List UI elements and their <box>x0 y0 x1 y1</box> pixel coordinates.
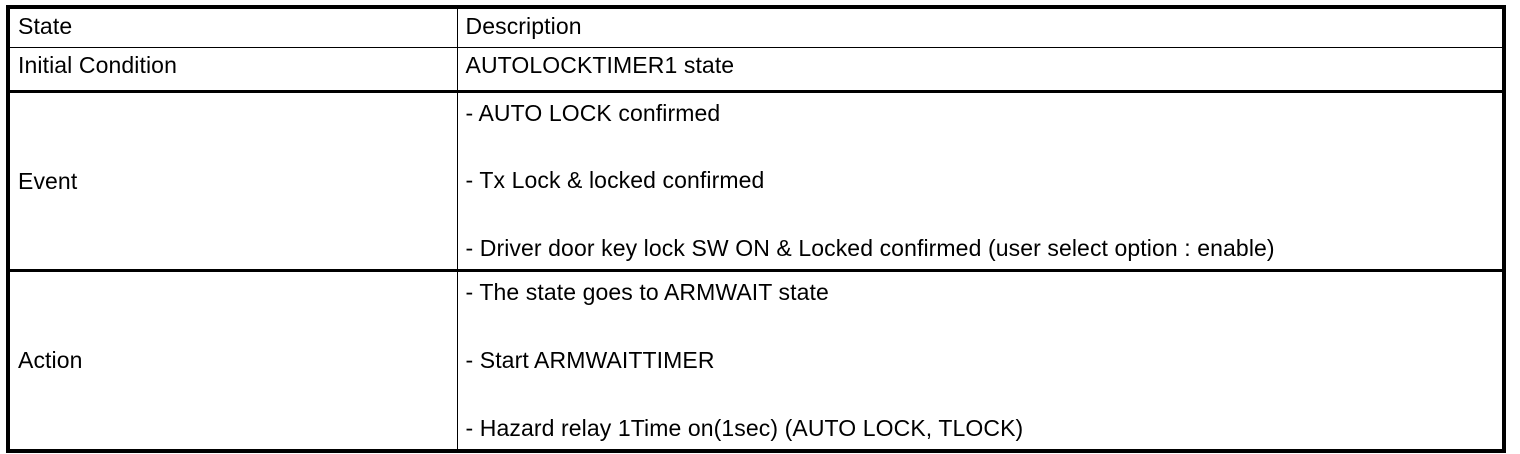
column-header-state: State <box>18 13 73 39</box>
header-cell-state: State <box>7 6 458 48</box>
table-row-action: Action - The state goes to ARMWAIT state… <box>7 269 1505 452</box>
state-label-initial-condition: Initial Condition <box>18 52 177 78</box>
event-item-list: - AUTO LOCK confirmed - Tx Lock & locked… <box>458 93 1503 269</box>
description-cell-action: - The state goes to ARMWAIT state - Star… <box>456 269 1505 452</box>
description-text-initial-condition: AUTOLOCKTIMER1 state <box>465 52 735 78</box>
event-item-2: - Tx Lock & locked confirmed <box>465 167 765 194</box>
state-label-action: Action <box>18 347 83 373</box>
description-cell-event: - AUTO LOCK confirmed - Tx Lock & locked… <box>456 90 1505 271</box>
action-item-1: - The state goes to ARMWAIT state <box>465 279 829 305</box>
action-item-3: - Hazard relay 1Time on(1sec) (AUTO LOCK… <box>465 414 1024 441</box>
event-item-3: - Driver door key lock SW ON & Locked co… <box>465 234 1275 261</box>
description-cell-initial-condition: AUTOLOCKTIMER1 state <box>456 47 1505 92</box>
table-row-initial-condition: Initial Condition AUTOLOCKTIMER1 state <box>7 47 1505 92</box>
state-cell-action: Action <box>7 269 458 452</box>
action-item-2: - Start ARMWAITTIMER <box>465 346 715 373</box>
table-row-event: Event - AUTO LOCK confirmed - Tx Lock & … <box>7 90 1505 271</box>
state-cell-event: Event <box>7 90 458 271</box>
state-label-event: Event <box>18 167 78 194</box>
state-description-table: State Description Initial Condition AUTO… <box>6 5 1506 453</box>
column-header-description: Description <box>465 13 582 39</box>
action-item-list: - The state goes to ARMWAIT state - Star… <box>458 272 1503 449</box>
state-cell-initial-condition: Initial Condition <box>7 47 458 92</box>
header-cell-description: Description <box>456 6 1505 48</box>
table-header-row: State Description <box>7 6 1505 48</box>
event-item-1: - AUTO LOCK confirmed <box>465 100 721 126</box>
